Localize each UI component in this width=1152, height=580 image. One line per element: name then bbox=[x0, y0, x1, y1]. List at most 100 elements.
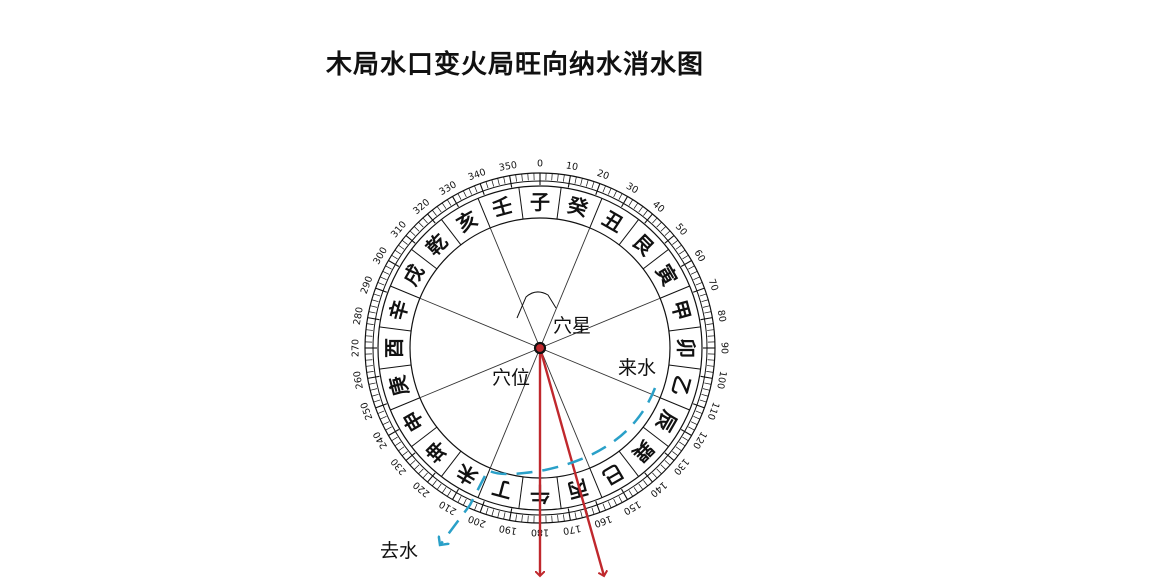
degree-label: 290 bbox=[359, 275, 376, 296]
mountain-label: 庚 bbox=[385, 373, 413, 399]
compass-spoke bbox=[539, 347, 661, 399]
degree-tick bbox=[375, 403, 388, 409]
label-lai-shui: 来水 bbox=[618, 357, 656, 379]
degree-tick bbox=[628, 490, 634, 497]
degree-tick bbox=[479, 183, 485, 196]
degree-tick bbox=[680, 429, 692, 436]
mountain-divider bbox=[668, 326, 701, 332]
degree-tick bbox=[366, 371, 374, 373]
degree-tick bbox=[638, 206, 644, 213]
degree-tick bbox=[382, 421, 390, 426]
degree-tick bbox=[638, 483, 644, 490]
degree-tick bbox=[401, 451, 408, 457]
degree-tick bbox=[370, 305, 378, 308]
degree-tick bbox=[394, 249, 401, 255]
mountain-label: 卯 bbox=[674, 338, 698, 358]
degree-tick bbox=[702, 305, 710, 308]
degree-tick bbox=[664, 460, 671, 466]
degree-tick bbox=[580, 178, 583, 186]
degree-tick bbox=[643, 480, 649, 487]
degree-tick bbox=[595, 500, 601, 513]
mountain-label: 寅 bbox=[651, 260, 682, 289]
degree-tick bbox=[474, 503, 478, 511]
degree-tick bbox=[701, 299, 709, 303]
degree-tick bbox=[457, 193, 462, 200]
degree-tick bbox=[574, 512, 577, 520]
degree-tick bbox=[706, 371, 714, 373]
compass-spoke bbox=[539, 347, 591, 469]
degree-tick bbox=[385, 265, 392, 270]
degree-tick bbox=[707, 365, 715, 367]
degree-tick bbox=[679, 249, 686, 255]
degree-label: 130 bbox=[671, 456, 691, 477]
degree-tick bbox=[602, 503, 606, 511]
degree-tick bbox=[613, 498, 618, 506]
degree-tick bbox=[367, 375, 380, 379]
degree-tick bbox=[618, 496, 623, 503]
degree-tick bbox=[509, 175, 513, 188]
degree-tick bbox=[422, 472, 428, 479]
degree-tick bbox=[368, 382, 376, 385]
compass-spoke bbox=[419, 347, 541, 399]
label-xue-wei: 穴位 bbox=[492, 367, 530, 389]
degree-tick bbox=[509, 508, 513, 521]
degree-tick bbox=[621, 196, 628, 208]
label-qu-shui: 去水 bbox=[380, 540, 418, 562]
degree-tick bbox=[379, 276, 387, 280]
degree-tick bbox=[431, 480, 437, 487]
degree-label: 170 bbox=[562, 522, 582, 536]
degree-tick bbox=[427, 213, 436, 224]
degree-tick bbox=[682, 436, 689, 442]
degree-tick bbox=[441, 202, 447, 209]
degree-tick bbox=[679, 441, 686, 447]
degree-tick bbox=[580, 510, 583, 518]
mountain-label: 巳 bbox=[598, 459, 627, 490]
water-flow-path bbox=[440, 387, 657, 545]
mountain-divider bbox=[589, 467, 603, 498]
degree-tick bbox=[452, 488, 459, 500]
degree-tick bbox=[373, 399, 381, 403]
degree-tick bbox=[431, 209, 437, 216]
degree-tick bbox=[422, 217, 428, 224]
degree-label: 110 bbox=[705, 401, 722, 422]
degree-tick bbox=[391, 436, 398, 442]
degree-tick bbox=[702, 388, 710, 391]
degree-tick bbox=[462, 190, 467, 198]
degree-tick bbox=[690, 270, 698, 275]
degree-label: 190 bbox=[498, 522, 518, 536]
degree-tick bbox=[693, 416, 701, 420]
mountain-divider bbox=[477, 467, 491, 498]
mountain-divider bbox=[589, 198, 603, 229]
degree-tick bbox=[474, 185, 478, 193]
degree-tick bbox=[704, 311, 712, 314]
degree-tick bbox=[706, 323, 714, 325]
mountain-divider bbox=[659, 397, 690, 411]
degree-tick bbox=[690, 421, 698, 426]
degree-tick bbox=[491, 179, 495, 187]
degree-tick bbox=[675, 446, 682, 452]
degree-tick bbox=[672, 451, 679, 457]
degree-tick bbox=[405, 452, 416, 461]
mountain-divider bbox=[659, 285, 690, 299]
degree-tick bbox=[436, 206, 442, 213]
degree-tick bbox=[368, 311, 376, 314]
degree-label: 310 bbox=[389, 219, 409, 240]
degree-tick bbox=[628, 199, 634, 206]
degree-tick bbox=[675, 244, 682, 250]
degree-label: 340 bbox=[467, 167, 488, 184]
degree-tick bbox=[704, 382, 712, 385]
mountain-divider bbox=[518, 187, 524, 220]
degree-tick bbox=[664, 230, 671, 236]
degree-label: 70 bbox=[706, 278, 720, 293]
degree-tick bbox=[367, 317, 380, 321]
degree-tick bbox=[664, 235, 675, 244]
mountain-label: 辛 bbox=[385, 297, 413, 323]
degree-tick bbox=[633, 202, 639, 209]
mountain-label: 癸 bbox=[564, 193, 591, 222]
degree-tick bbox=[563, 514, 565, 522]
degree-tick bbox=[503, 176, 506, 184]
degree-tick bbox=[365, 365, 373, 367]
degree-tick bbox=[446, 490, 452, 497]
compass-spokes bbox=[419, 227, 661, 469]
